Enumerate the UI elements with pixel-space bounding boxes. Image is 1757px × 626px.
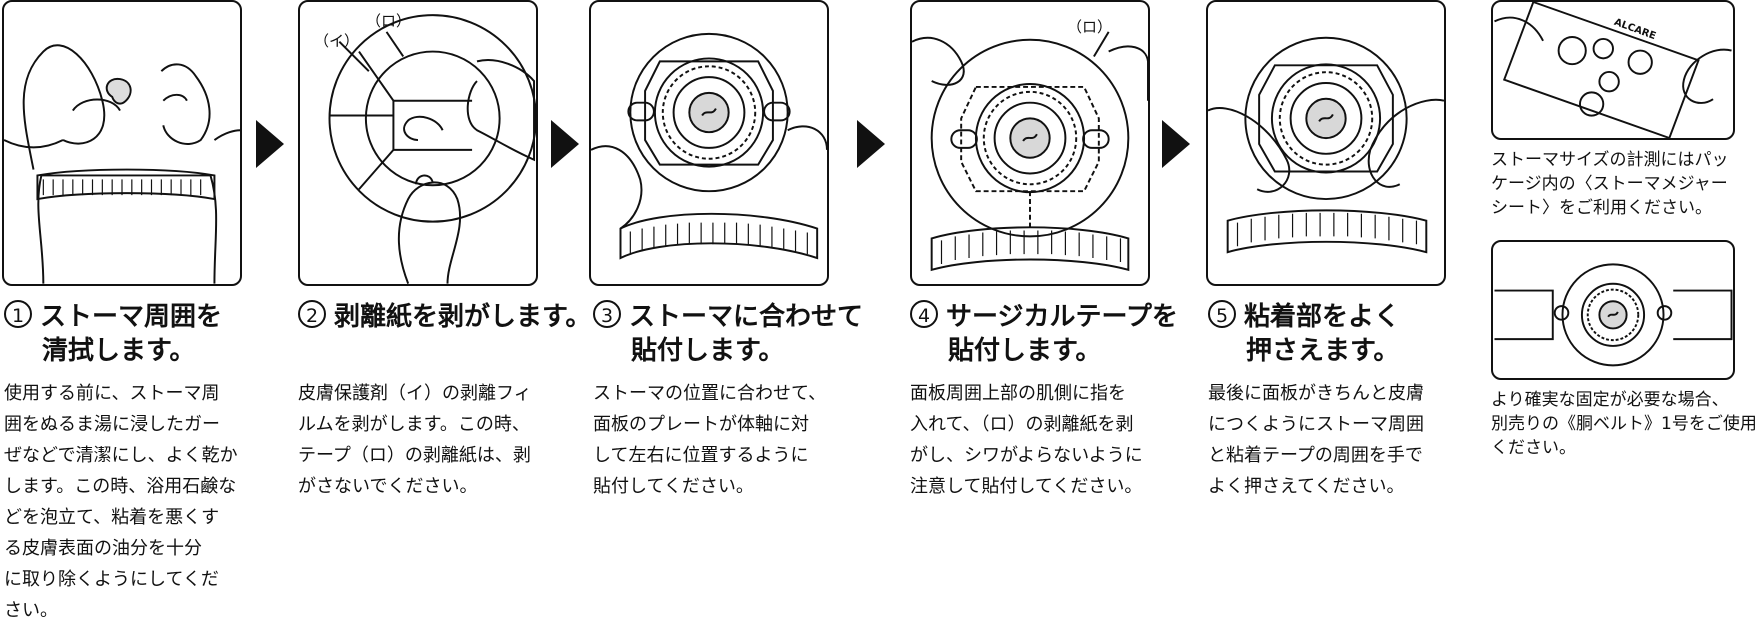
cleaning-illustration	[3, 44, 241, 284]
step2-illustration: （イ） （ロ）	[298, 0, 538, 286]
waistband-pattern	[42, 179, 202, 196]
step4-illustration: （ロ）	[910, 0, 1150, 286]
tape-illustration	[911, 31, 1149, 272]
step3-illustration	[589, 0, 829, 286]
waistband-pattern	[629, 222, 808, 255]
measure-card	[1494, 0, 1732, 140]
belt-diagram	[1494, 263, 1733, 367]
next-arrow-4	[1162, 120, 1190, 168]
waistband-pattern	[940, 230, 1122, 264]
next-arrow-1	[256, 120, 284, 168]
step-number: 3	[593, 300, 621, 328]
step5-body: 最後に面板がきちんと皮膚につくようにストーマ周囲 と粘着テープの周囲を手でよく押…	[1208, 383, 1424, 497]
next-arrow-2	[551, 120, 579, 168]
waistband-pattern	[1236, 212, 1418, 247]
applying-illustration	[590, 32, 828, 260]
pressing-illustration	[1207, 36, 1445, 254]
step-number: 2	[298, 300, 326, 328]
step1-illustration	[2, 0, 242, 286]
step3-body: ストーマの位置に合わせて、面板のプレートが体軸に対 して左右に位置するように貼付…	[593, 383, 827, 497]
belt-illustration	[1491, 240, 1735, 380]
peeling-illustration	[328, 14, 537, 284]
measure-sheet-illustration: ALCARE	[1491, 0, 1735, 140]
step-number: 5	[1208, 300, 1236, 328]
label-i: （イ）	[314, 32, 360, 50]
step4-body: 面板周囲上部の肌側に指を入れて、（ロ）の剥離紙を剥 がし、シワがよらないように注…	[910, 383, 1143, 497]
step-number: 4	[910, 300, 938, 328]
next-arrow-3	[857, 120, 885, 168]
label-ro: （ロ）	[1067, 18, 1113, 36]
step1-body: 使用する前に、ストーマ周囲をぬるま湯に浸したガー ぜなどで清潔にし、よく乾かしま…	[4, 383, 238, 621]
label-ro: （ロ）	[366, 12, 412, 30]
step5-illustration	[1206, 0, 1446, 286]
step-number: 1	[4, 300, 32, 328]
belt-note: より確実な固定が必要な場合、 別売りの《胴ベルト》1号をご使用 ください。	[1491, 390, 1757, 458]
measure-note: ストーマサイズの計測にはパッ ケージ内の〈ストーマメジャー シート〉をご利用くだ…	[1491, 150, 1729, 218]
step2-body: 皮膚保護剤（イ）の剥離フィルムを剥がします。この時、 テープ（ロ）の剥離紙は、剥…	[298, 383, 532, 497]
